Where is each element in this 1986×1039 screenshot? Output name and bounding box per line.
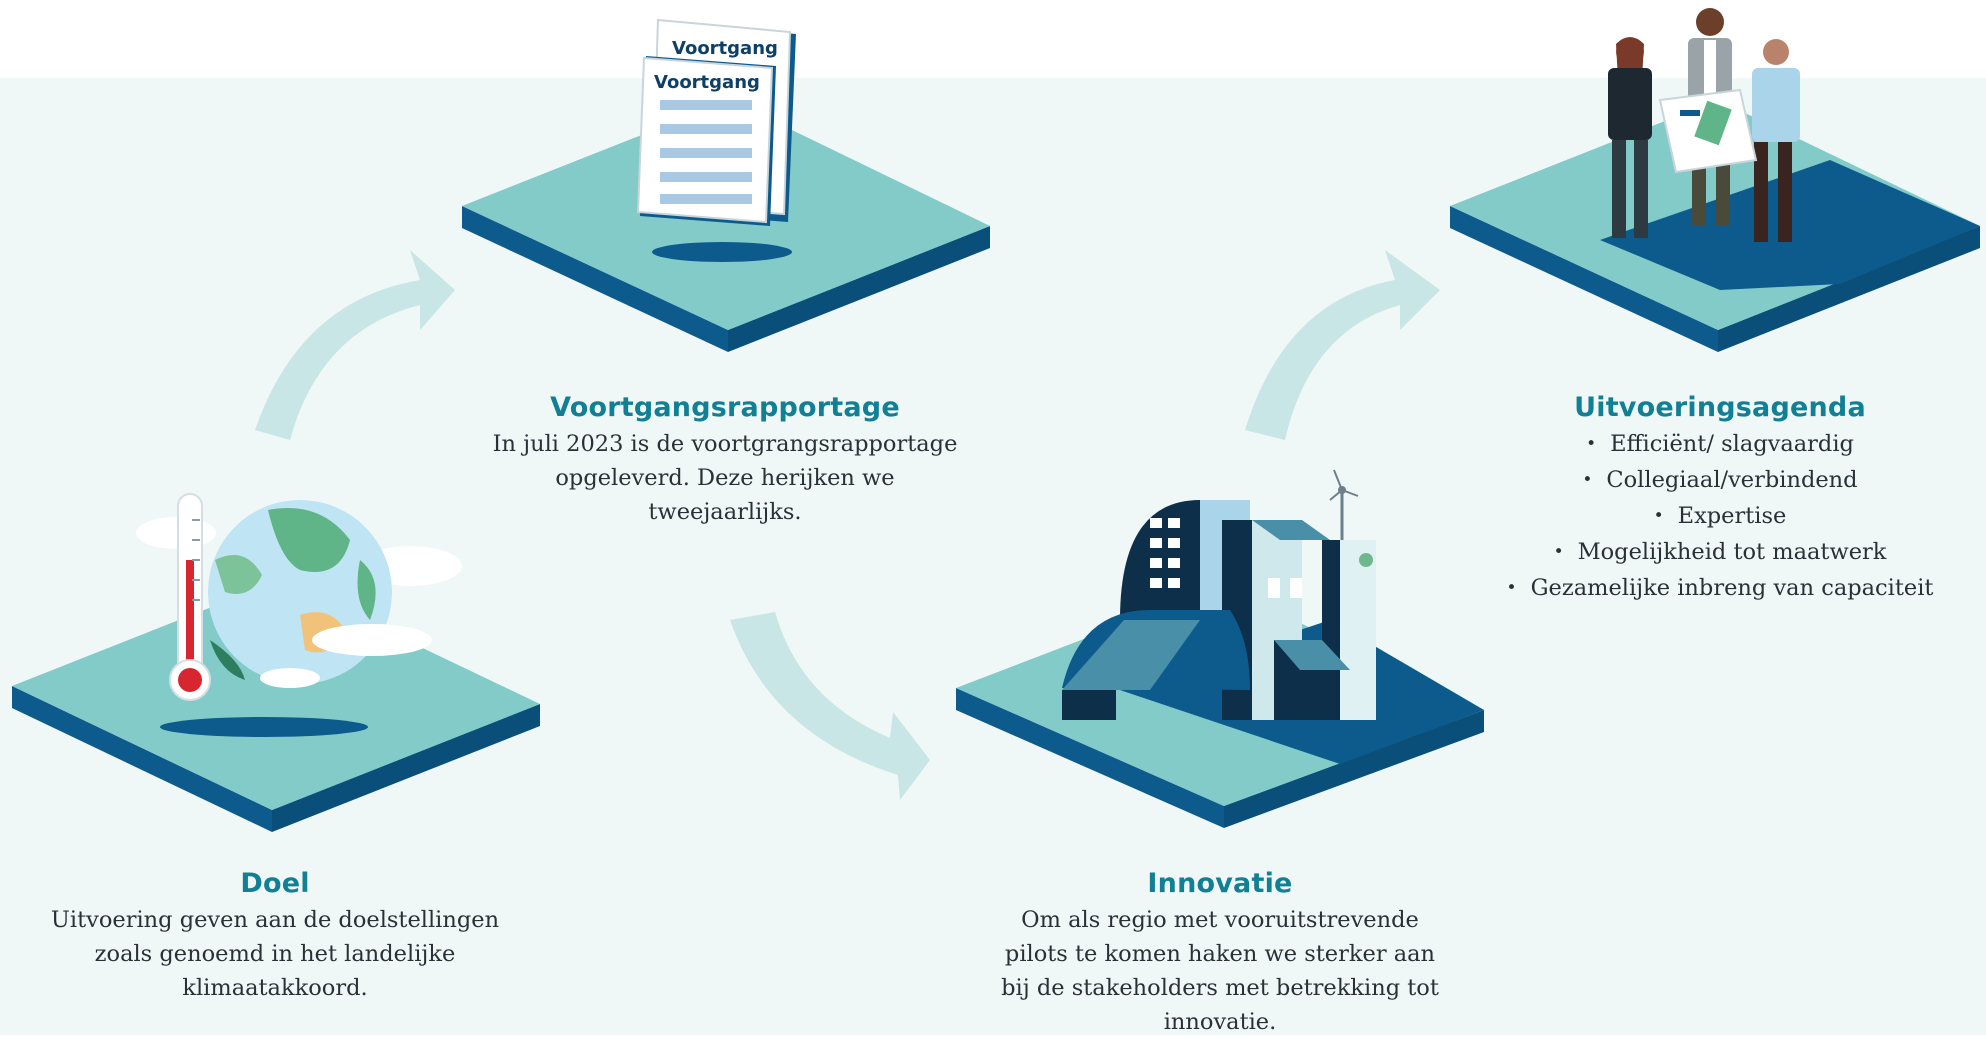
stage-description: Om als regio met vooruitstrevende pilots…: [1001, 907, 1439, 1035]
stage-description: In juli 2023 is de voortgrangsrapportage…: [492, 431, 958, 525]
list-item: • Efficiënt/ slagvaardig: [1470, 427, 1970, 463]
stage-title: Innovatie: [1147, 868, 1293, 899]
bullet-icon: •: [1582, 470, 1593, 490]
list-item: • Collegiaal/verbindend: [1470, 463, 1970, 499]
list-item: • Gezamelijke inbreng van capaciteit: [1470, 571, 1970, 607]
arrow-icon: [255, 250, 455, 440]
globe-thermometer-icon: [136, 493, 462, 701]
city-buildings-icon: [1062, 469, 1376, 720]
agenda-list: • Efficiënt/ slagvaardig • Collegiaal/verb…: [1470, 427, 1970, 607]
stage-title: Uitvoeringsagenda: [1574, 392, 1866, 423]
report-documents-icon: Voortgang Voortgang: [636, 18, 796, 226]
platform-doel: [12, 580, 540, 832]
arrow-icon: [730, 612, 930, 800]
bullet-icon: •: [1586, 434, 1597, 454]
stage-title: Voortgangsrapportage: [550, 392, 900, 423]
stage-description: Uitvoering geven aan de doelstellingen z…: [50, 907, 500, 1001]
people-meeting-icon: [1608, 8, 1800, 242]
bullet-icon: •: [1653, 506, 1664, 526]
list-item: • Mogelijkheid tot maatwerk: [1470, 535, 1970, 571]
arrow-icon: [1245, 250, 1440, 440]
document-label-back: Voortgang: [672, 38, 778, 59]
list-item: • Expertise: [1470, 499, 1970, 535]
list-item-text: Collegiaal/verbindend: [1606, 467, 1858, 493]
list-item-text: Efficiënt/ slagvaardig: [1610, 431, 1854, 457]
list-item-text: Mogelijkheid tot maatwerk: [1577, 539, 1887, 565]
stage-title: Doel: [240, 868, 310, 899]
stage-uitvoeringsagenda: Uitvoeringsagenda • Efficiënt/ slagvaardi…: [1470, 392, 1970, 607]
stage-innovatie: Innovatie Om als regio met vooruitstreve…: [990, 868, 1450, 1039]
bullet-icon: •: [1553, 542, 1564, 562]
stage-voortgangsrapportage: Voortgangsrapportage In juli 2023 is de …: [480, 392, 970, 529]
list-item-text: Expertise: [1677, 503, 1787, 529]
stage-doel: Doel Uitvoering geven aan de doelstellin…: [20, 868, 530, 1005]
bullet-icon: •: [1506, 578, 1517, 598]
document-label-front: Voortgang: [654, 72, 760, 93]
list-item-text: Gezamelijke inbreng van capaciteit: [1530, 575, 1934, 601]
